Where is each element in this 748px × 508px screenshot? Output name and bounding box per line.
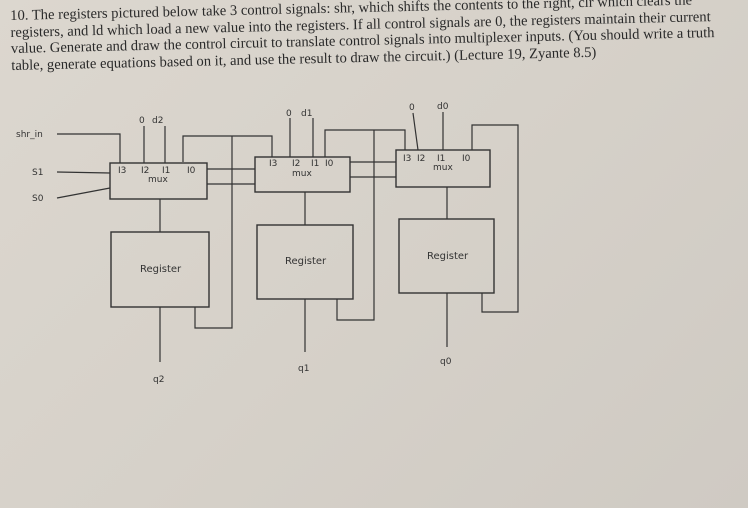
stage-2: 0 d2 I3 I2 I1 I0 mux Register q2 xyxy=(109,116,273,385)
output-label: q0 xyxy=(440,357,452,367)
register-block xyxy=(398,218,495,294)
pin-i1: I1 xyxy=(311,159,319,169)
s1-label: S1 xyxy=(32,168,43,178)
output-label: q1 xyxy=(298,364,309,374)
register-label: Register xyxy=(285,256,327,267)
pin-i2: I2 xyxy=(292,159,300,169)
register-label: Register xyxy=(140,264,182,275)
register-block xyxy=(256,224,354,300)
wires xyxy=(412,112,519,347)
mux-label: mux xyxy=(148,175,168,185)
pin-i1: I1 xyxy=(162,166,170,176)
shr-in-wire xyxy=(57,133,121,163)
stage-0: 0 d0 I3 I2 I1 I0 mux Register q0 xyxy=(395,102,519,367)
register-label: Register xyxy=(427,251,469,262)
select-bus xyxy=(350,161,396,178)
zero-label: 0 xyxy=(409,103,415,113)
pin-i3: I3 xyxy=(118,166,126,176)
register-block xyxy=(110,231,210,308)
zero-label: 0 xyxy=(139,116,145,126)
pin-i0: I0 xyxy=(462,154,471,164)
mux-block xyxy=(395,149,491,188)
data-label: d1 xyxy=(301,109,312,119)
pin-i3: I3 xyxy=(269,159,277,169)
wires xyxy=(289,118,406,352)
s0-wire xyxy=(56,187,111,199)
wires xyxy=(143,126,273,362)
data-label: d0 xyxy=(437,102,449,112)
s1-wire xyxy=(56,171,111,174)
mux-block xyxy=(254,156,351,193)
output-label: q2 xyxy=(153,375,164,385)
shr-in-label: shr_in xyxy=(16,130,43,140)
zero-label: 0 xyxy=(286,109,292,119)
pin-i2: I2 xyxy=(141,166,149,176)
pin-i0: I0 xyxy=(187,166,196,176)
pin-i1: I1 xyxy=(437,154,445,164)
stage-1: 0 d1 I3 I2 I1 I0 mux Register q1 xyxy=(254,109,406,374)
pin-i2: I2 xyxy=(417,154,425,164)
data-label: d2 xyxy=(152,116,163,126)
mux-block xyxy=(109,162,208,200)
pin-i3: I3 xyxy=(403,154,411,164)
s0-label: S0 xyxy=(32,194,44,204)
pin-i0: I0 xyxy=(325,159,334,169)
select-bus xyxy=(207,168,255,185)
mux-label: mux xyxy=(433,163,453,173)
mux-label: mux xyxy=(292,169,312,179)
